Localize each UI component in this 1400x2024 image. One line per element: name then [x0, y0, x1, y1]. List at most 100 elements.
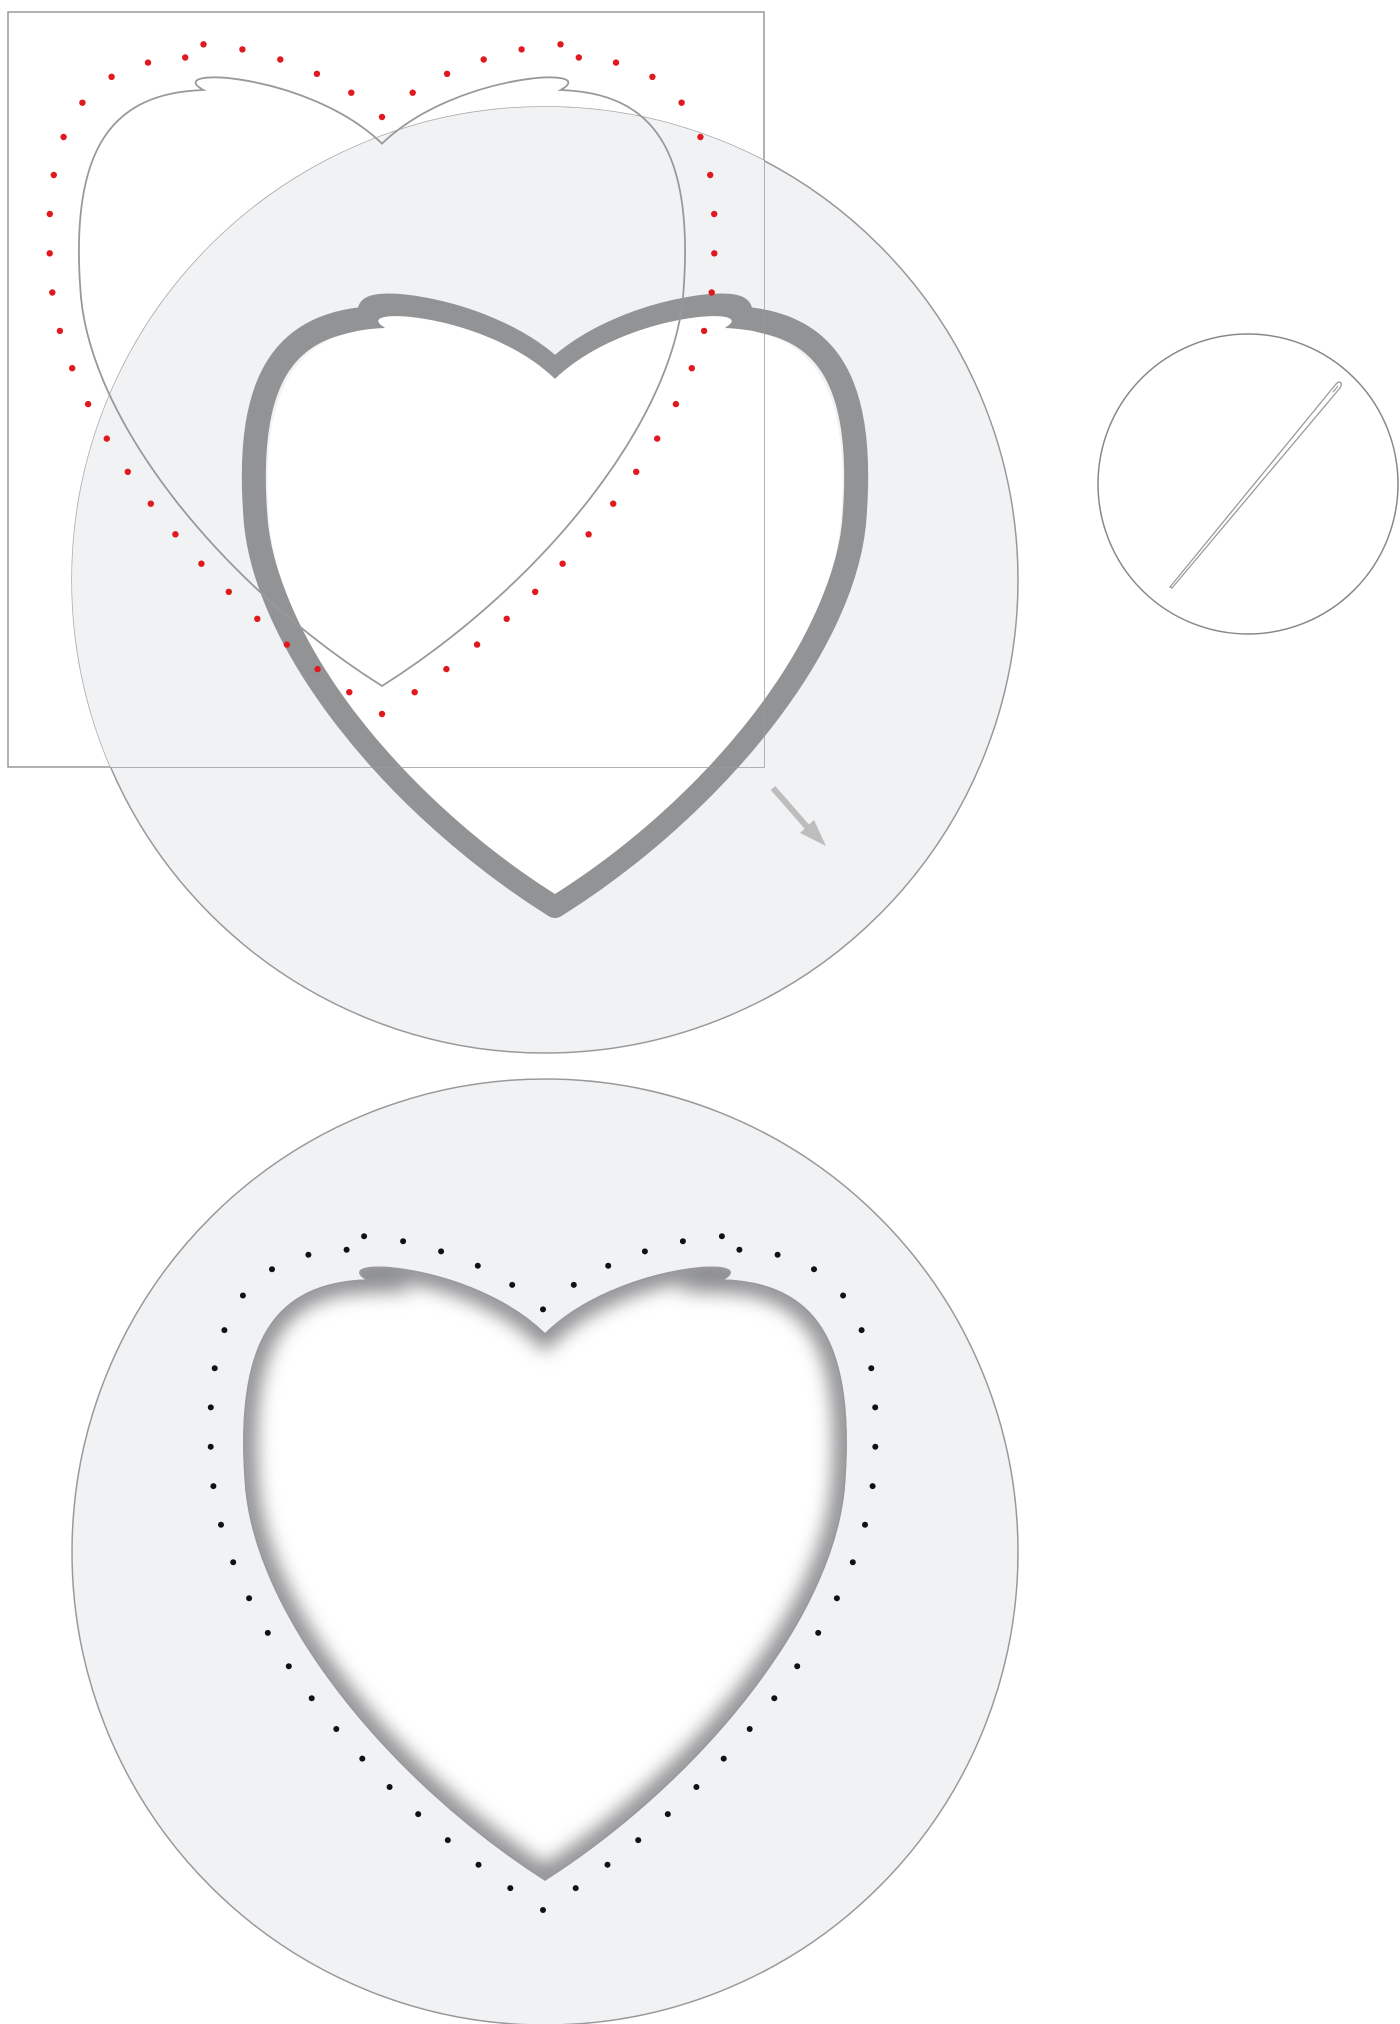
- template-hole-15: [709, 289, 715, 295]
- result-hole-32: [445, 1837, 451, 1843]
- template-hole-39: [104, 435, 110, 441]
- template-hole-16: [701, 328, 707, 334]
- template-hole-40: [85, 401, 91, 407]
- template-hole-54: [277, 56, 283, 62]
- result-hole-16: [862, 1522, 868, 1528]
- result-hole-22: [747, 1726, 753, 1732]
- template-hole-26: [474, 641, 480, 647]
- template-hole-20: [633, 469, 639, 475]
- template-hole-18: [673, 401, 679, 407]
- template-hole-48: [79, 100, 85, 106]
- result-hole-11: [859, 1327, 865, 1333]
- result-hole-25: [665, 1811, 671, 1817]
- result-hole-24: [693, 1784, 699, 1790]
- template-hole-13: [711, 211, 717, 217]
- result-hole-5: [680, 1238, 686, 1244]
- template-hole-41: [69, 365, 75, 371]
- result-hole-2: [571, 1282, 577, 1288]
- needle-callout-circle: [1098, 334, 1398, 634]
- template-hole-53: [239, 46, 245, 52]
- result-hole-23: [721, 1756, 727, 1762]
- result-hole-27: [605, 1862, 611, 1868]
- template-hole-4: [481, 56, 487, 62]
- result-hole-48: [240, 1293, 246, 1299]
- template-hole-32: [284, 641, 290, 647]
- result-hole-56: [509, 1282, 515, 1288]
- template-hole-29: [379, 711, 385, 717]
- result-hole-17: [850, 1559, 856, 1565]
- result-hole-4: [642, 1248, 648, 1254]
- step-1-group: [8, 12, 1018, 1053]
- template-hole-19: [654, 435, 660, 441]
- result-hole-6: [719, 1233, 725, 1239]
- result-hole-30: [507, 1885, 513, 1891]
- template-hole-56: [348, 90, 354, 96]
- template-hole-45: [47, 211, 53, 217]
- result-hole-7: [736, 1247, 742, 1253]
- template-hole-38: [125, 469, 131, 475]
- result-hole-13: [872, 1404, 878, 1410]
- result-hole-47: [221, 1327, 227, 1333]
- template-hole-3: [444, 71, 450, 77]
- result-hole-35: [359, 1756, 365, 1762]
- template-hole-52: [200, 41, 206, 47]
- result-hole-54: [438, 1248, 444, 1254]
- template-hole-12: [707, 172, 713, 178]
- result-hole-18: [834, 1595, 840, 1601]
- template-hole-46: [51, 172, 57, 178]
- template-hole-21: [610, 501, 616, 507]
- result-hole-53: [400, 1238, 406, 1244]
- template-hole-37: [148, 501, 154, 507]
- result-hole-44: [208, 1444, 214, 1450]
- template-hole-24: [532, 589, 538, 595]
- result-hole-51: [344, 1247, 350, 1253]
- template-hole-34: [226, 589, 232, 595]
- template-hole-31: [314, 666, 320, 672]
- result-hole-31: [476, 1862, 482, 1868]
- result-hole-38: [286, 1663, 292, 1669]
- result-hole-46: [212, 1365, 218, 1371]
- result-hole-28: [573, 1885, 579, 1891]
- result-hole-21: [771, 1695, 777, 1701]
- template-hole-55: [314, 71, 320, 77]
- result-hole-52: [361, 1233, 367, 1239]
- result-hole-42: [218, 1522, 224, 1528]
- template-hole-5: [518, 46, 524, 52]
- template-hole-33: [254, 616, 260, 622]
- result-hole-12: [868, 1365, 874, 1371]
- result-hole-3: [605, 1263, 611, 1269]
- result-hole-40: [246, 1595, 252, 1601]
- template-hole-1: [379, 114, 385, 120]
- template-hole-11: [697, 134, 703, 140]
- template-hole-23: [559, 561, 565, 567]
- template-hole-51: [182, 54, 188, 60]
- template-hole-17: [689, 365, 695, 371]
- template-hole-7: [576, 54, 582, 60]
- template-hole-42: [57, 328, 63, 334]
- template-hole-43: [49, 289, 55, 295]
- template-hole-25: [504, 616, 510, 622]
- template-hole-44: [47, 250, 53, 256]
- result-hole-1: [540, 1306, 546, 1312]
- template-hole-28: [412, 689, 418, 695]
- template-hole-47: [60, 134, 66, 140]
- template-hole-10: [678, 100, 684, 106]
- template-hole-49: [108, 74, 114, 80]
- result-hole-8: [775, 1252, 781, 1258]
- result-hole-9: [811, 1266, 817, 1272]
- template-hole-6: [557, 41, 563, 47]
- template-hole-50: [145, 59, 151, 65]
- result-hole-10: [840, 1293, 846, 1299]
- result-hole-37: [309, 1695, 315, 1701]
- step-2-group: [72, 1079, 1018, 2024]
- result-hole-20: [794, 1663, 800, 1669]
- result-hole-33: [415, 1811, 421, 1817]
- result-hole-50: [305, 1252, 311, 1258]
- result-hole-26: [635, 1837, 641, 1843]
- result-hole-19: [815, 1630, 821, 1636]
- result-hole-39: [265, 1630, 271, 1636]
- template-hole-36: [172, 531, 178, 537]
- result-hole-34: [387, 1784, 393, 1790]
- result-hole-45: [208, 1404, 214, 1410]
